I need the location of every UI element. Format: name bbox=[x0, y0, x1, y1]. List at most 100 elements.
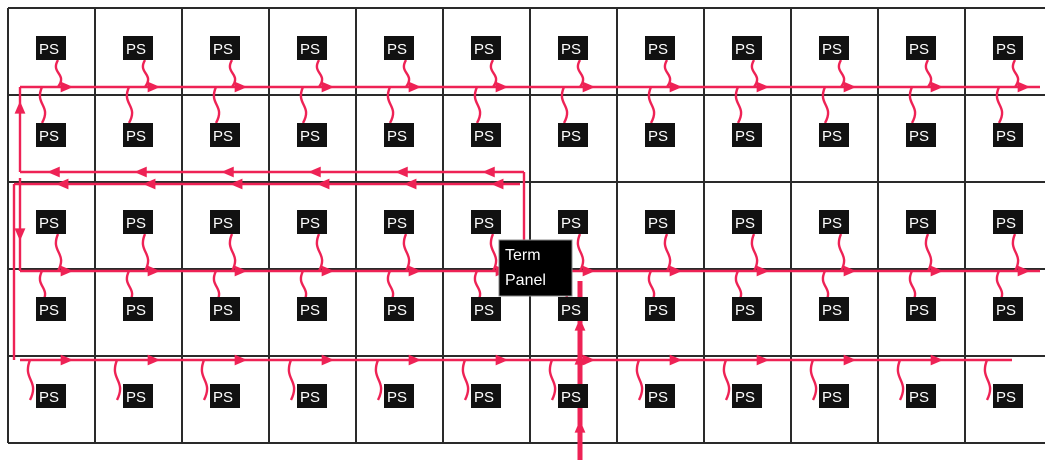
ps-panel-label: PS bbox=[39, 302, 59, 319]
route-arrow-top bbox=[930, 81, 944, 93]
ps-panel-box bbox=[645, 123, 675, 147]
route-drop-ps bbox=[461, 359, 470, 401]
route-drop-ps bbox=[141, 233, 150, 272]
route-drop-ps bbox=[995, 86, 1004, 124]
route-arrow-middle bbox=[843, 265, 857, 277]
ps-panel-label: PS bbox=[213, 302, 233, 319]
terminal-panel: Term Panel bbox=[498, 239, 573, 297]
route-arrow-bottom bbox=[234, 354, 248, 366]
route-drop-ps bbox=[1011, 233, 1020, 272]
route-arrow-middle bbox=[582, 265, 596, 277]
ps-panel-box bbox=[297, 297, 327, 321]
ps-panel-box bbox=[819, 384, 849, 408]
route-drop-ps bbox=[924, 233, 933, 272]
ps-panel-box bbox=[645, 297, 675, 321]
ps-panel-label: PS bbox=[387, 128, 407, 145]
ps-panel-box bbox=[471, 297, 501, 321]
ps-panel-label: PS bbox=[735, 389, 755, 406]
ps-panel-box bbox=[36, 297, 66, 321]
ps-panel-box bbox=[36, 123, 66, 147]
route-drop-ps bbox=[228, 233, 237, 272]
terminal-panel-label-line2: Panel bbox=[505, 272, 546, 289]
ps-panel-box bbox=[993, 384, 1023, 408]
ps-panel-label: PS bbox=[300, 41, 320, 58]
route-arrow-middle bbox=[321, 265, 335, 277]
ps-panel-label: PS bbox=[996, 215, 1016, 232]
ps-panel-label: PS bbox=[909, 302, 929, 319]
route-drop-ps bbox=[299, 86, 308, 124]
ps-panel-label: PS bbox=[996, 302, 1016, 319]
route-drop-ps bbox=[750, 233, 759, 272]
ps-panel-label: PS bbox=[909, 215, 929, 232]
ps-panel-label: PS bbox=[300, 302, 320, 319]
ps-panel-box bbox=[384, 123, 414, 147]
route-drop-ps bbox=[837, 233, 846, 272]
ps-panel-label: PS bbox=[126, 389, 146, 406]
route-arrow-top bbox=[147, 81, 161, 93]
ps-panel-box bbox=[384, 36, 414, 60]
route-drop-ps bbox=[647, 86, 656, 124]
ps-panel-box bbox=[819, 123, 849, 147]
ps-panel-box bbox=[732, 36, 762, 60]
ps-panel-box bbox=[123, 123, 153, 147]
route-arrow-bottom bbox=[321, 354, 335, 366]
label-layer: PS PS PS PS PS PS PS PS PS PS PS PS PS PS PS PS PS PS PS PS… bbox=[36, 36, 1023, 408]
ps-panel-label: PS bbox=[474, 128, 494, 145]
route-drop-ps bbox=[821, 86, 830, 124]
route-drop-ps bbox=[576, 233, 585, 272]
route-drop-ps bbox=[315, 59, 324, 88]
route-arrow-middle bbox=[234, 265, 248, 277]
route-arrow-feed-1 bbox=[574, 318, 586, 331]
route-arrow-return-upper bbox=[134, 166, 147, 178]
ps-panel-box bbox=[645, 36, 675, 60]
ps-panel-box bbox=[123, 36, 153, 60]
ps-panel-label: PS bbox=[822, 389, 842, 406]
route-drop-ps bbox=[473, 86, 482, 124]
ps-panel-label: PS bbox=[39, 128, 59, 145]
ps-panel-label: PS bbox=[126, 302, 146, 319]
ps-panel-label: PS bbox=[735, 128, 755, 145]
route-drop-ps bbox=[560, 86, 569, 124]
route-arrow-middle bbox=[147, 265, 161, 277]
ps-panel-label: PS bbox=[561, 41, 581, 58]
terminal-panel-box bbox=[498, 239, 573, 297]
route-drop-ps bbox=[374, 359, 383, 401]
route-drop-ps bbox=[386, 86, 395, 124]
route-drop-ps bbox=[1011, 59, 1020, 88]
route-drop-ps bbox=[402, 59, 411, 88]
ps-panel-box bbox=[558, 123, 588, 147]
ps-panel-box bbox=[558, 384, 588, 408]
route-drop-ps bbox=[200, 359, 209, 401]
route-arrow-bottom bbox=[756, 354, 770, 366]
route-arrow-return-lower bbox=[142, 178, 156, 190]
route-arrow-middle bbox=[1017, 265, 1031, 277]
ps-panel-label: PS bbox=[996, 389, 1016, 406]
route-drop-ps bbox=[734, 86, 743, 124]
route-arrow-top bbox=[582, 81, 596, 93]
ps-panel-label: PS bbox=[387, 41, 407, 58]
route-drop-ps bbox=[896, 359, 905, 401]
ps-panel-label: PS bbox=[126, 41, 146, 58]
ps-panel-label: PS bbox=[300, 215, 320, 232]
route-arrow-middle bbox=[930, 265, 944, 277]
route-arrow-return-lower bbox=[229, 178, 243, 190]
ps-panel-box bbox=[36, 384, 66, 408]
terminal-panel-label-line1: Term bbox=[505, 247, 541, 264]
route-drop-ps bbox=[287, 359, 296, 401]
ps-panel-box bbox=[558, 36, 588, 60]
route-drop-ps bbox=[750, 59, 759, 88]
route-drop-ps bbox=[54, 59, 63, 88]
route-drop-ps bbox=[125, 86, 134, 124]
route-drop-ps bbox=[908, 86, 917, 124]
route-arrow-top bbox=[495, 81, 509, 93]
route-arrow-return-upper bbox=[395, 166, 408, 178]
ps-panel-label: PS bbox=[387, 302, 407, 319]
ps-panel-box bbox=[384, 297, 414, 321]
route-arrow-return-upper bbox=[47, 166, 60, 178]
route-arrow-return-upper bbox=[221, 166, 234, 178]
ps-panel-label: PS bbox=[822, 215, 842, 232]
route-arrow-top bbox=[408, 81, 422, 93]
ps-panel-box bbox=[732, 384, 762, 408]
route-arrow-up-left bbox=[14, 101, 26, 114]
